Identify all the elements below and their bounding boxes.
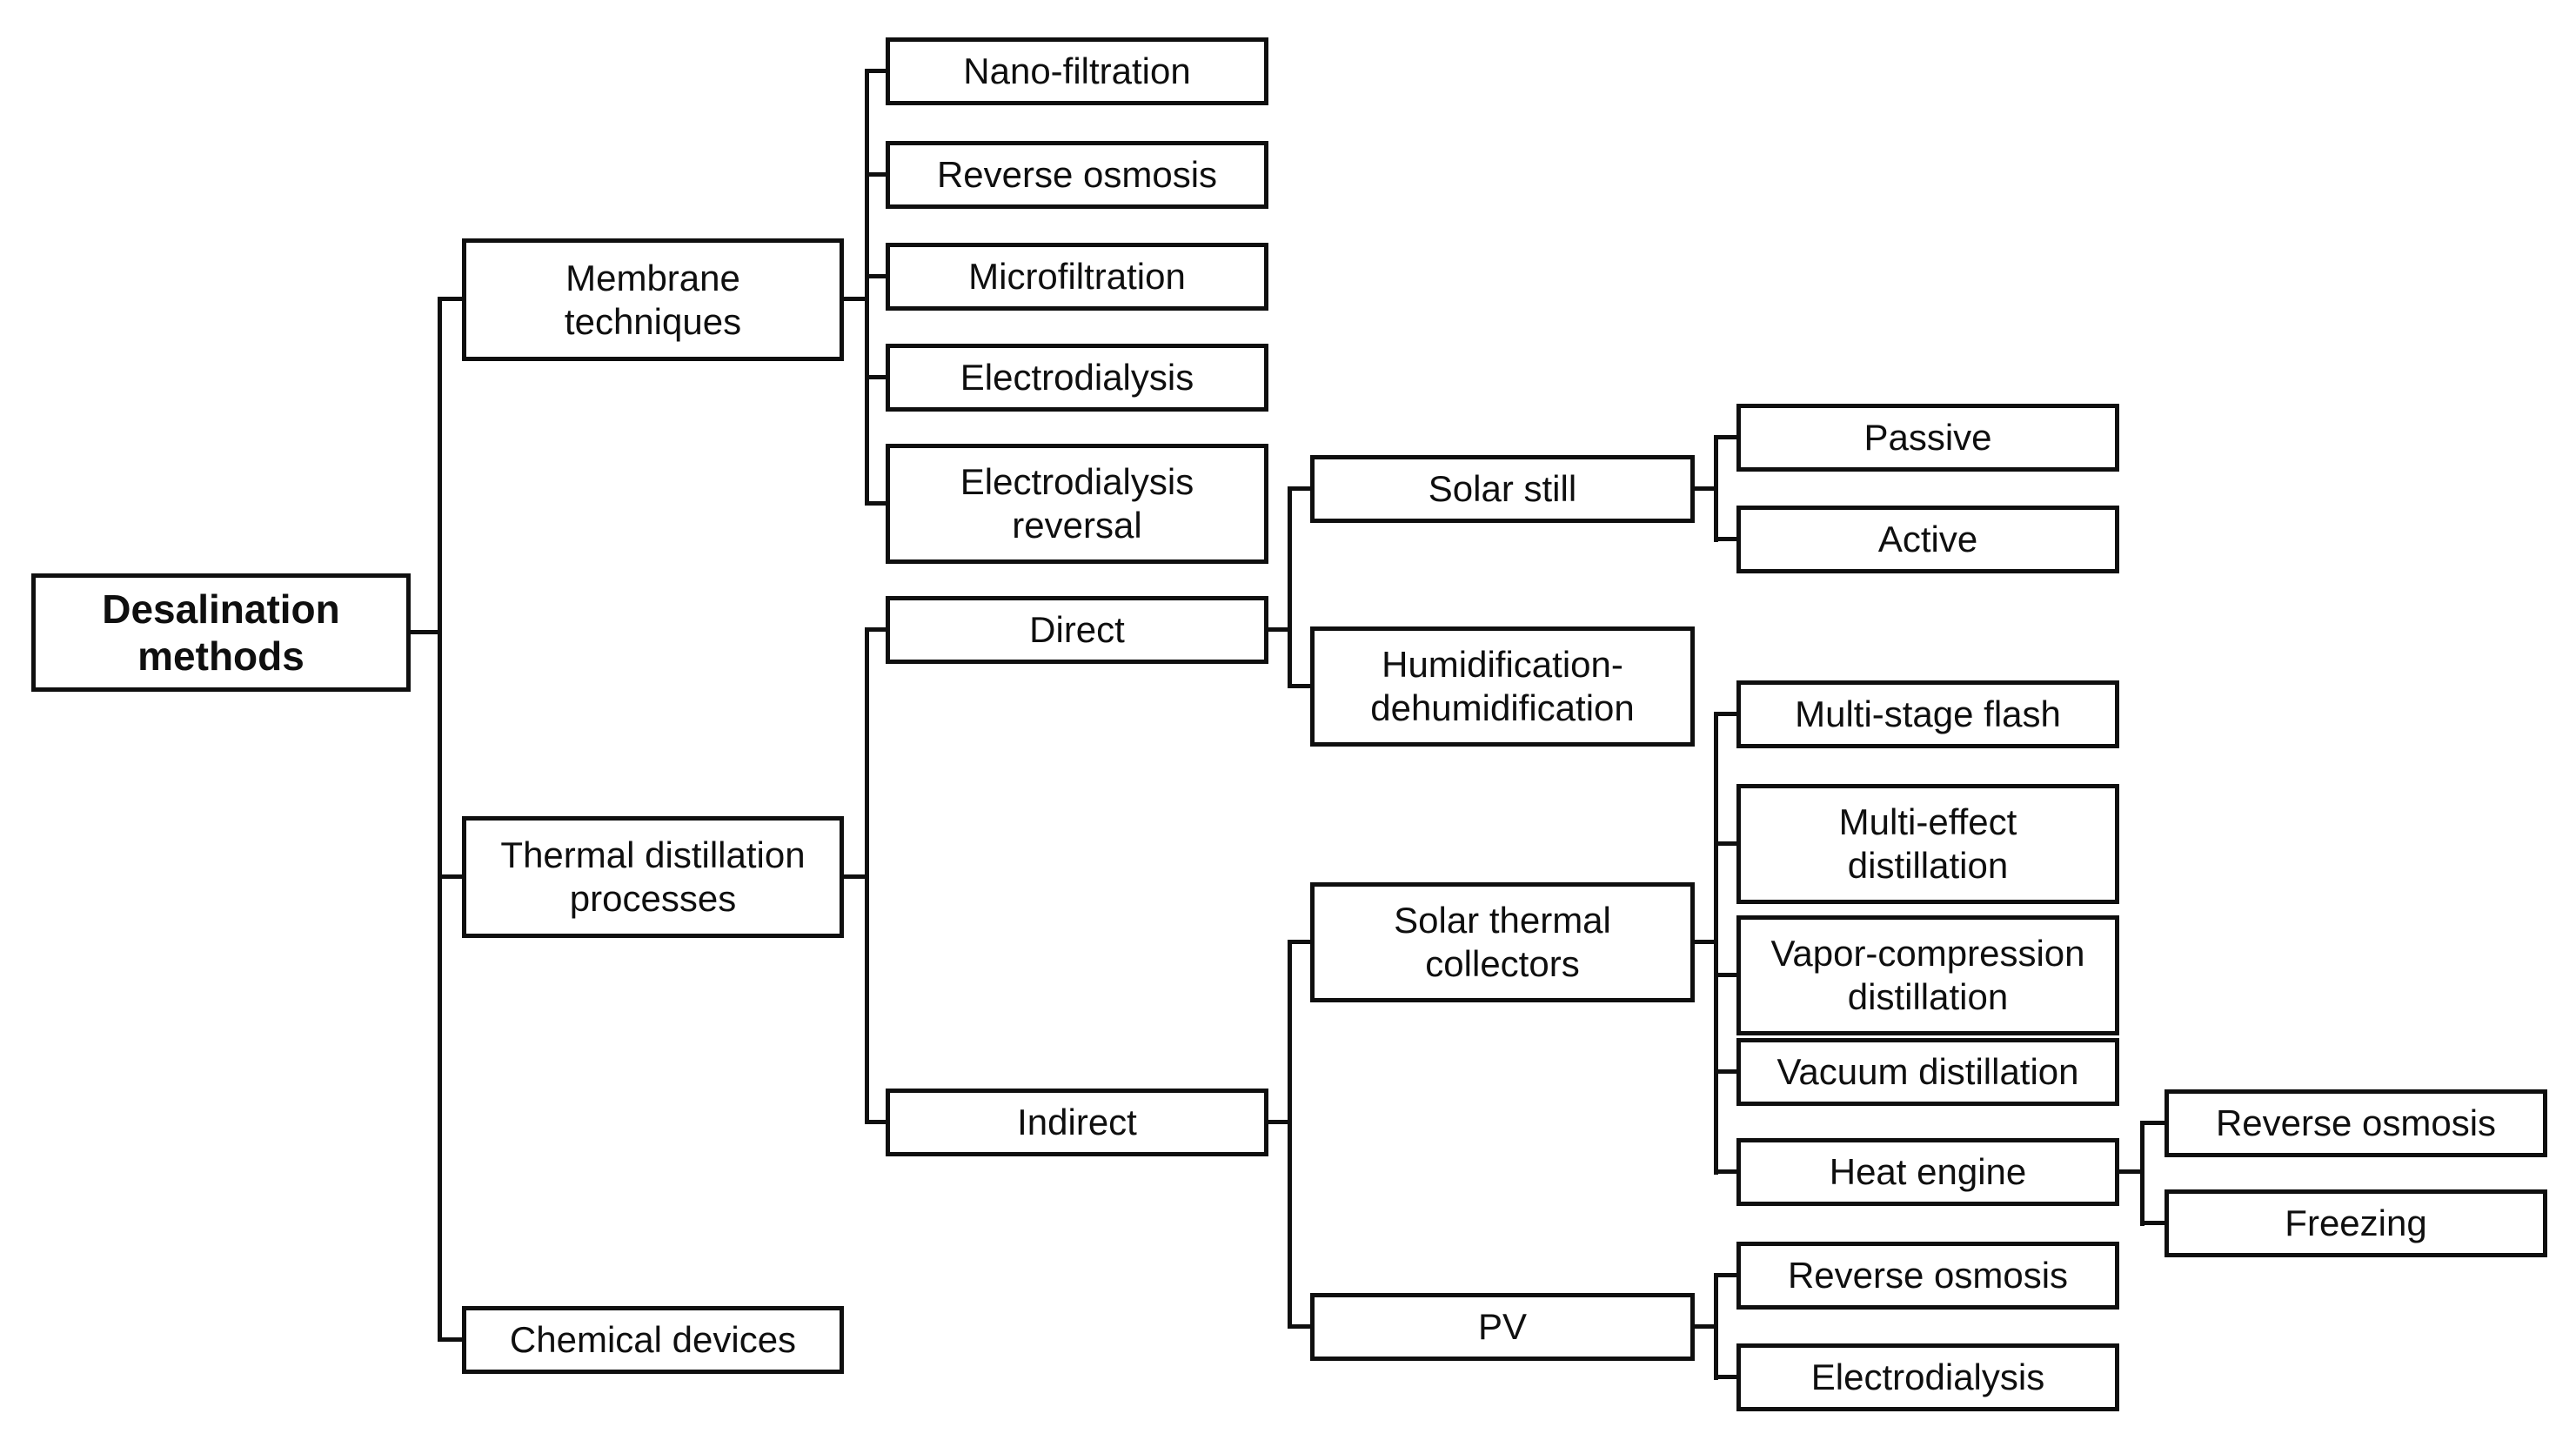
node-label: Reverse osmosis [936, 154, 1218, 196]
connector-msf-in [1714, 712, 1738, 716]
connector-vacuum-in [1714, 1069, 1738, 1074]
node-vacuum-distillation: Vacuum distillation [1736, 1038, 2119, 1106]
node-membrane-techniques: Membrane techniques [462, 238, 844, 361]
connector-solar-still-in [1288, 486, 1312, 491]
connector-pv-trunk [1714, 1273, 1718, 1380]
connector-heat-engine-stub [2117, 1169, 2144, 1174]
node-label: Multi-effect distillation [1838, 801, 2017, 886]
node-active: Active [1736, 506, 2119, 573]
connector-direct-in [865, 627, 887, 632]
node-electrodialysis-pv: Electrodialysis [1736, 1343, 2119, 1411]
node-pv: PV [1310, 1293, 1695, 1361]
node-label: Vacuum distillation [1776, 1051, 2079, 1093]
connector-stc-in [1288, 940, 1312, 944]
node-label: Solar thermal collectors [1394, 900, 1611, 984]
node-multi-stage-flash: Multi-stage flash [1736, 680, 2119, 748]
node-label: Reverse osmosis [2215, 1102, 2497, 1144]
node-reverse-osmosis-pv: Reverse osmosis [1736, 1242, 2119, 1310]
connector-thermal-trunk [865, 627, 869, 1124]
node-electrodialysis-membrane: Electrodialysis [886, 344, 1268, 412]
node-nano-filtration: Nano-filtration [886, 37, 1268, 105]
connector-heat-engine-trunk [2140, 1121, 2144, 1226]
connector-direct-trunk [1288, 486, 1292, 688]
node-microfiltration: Microfiltration [886, 243, 1268, 311]
connector-direct-stub [1266, 627, 1292, 632]
node-solar-thermal-collectors: Solar thermal collectors [1310, 882, 1695, 1002]
connector-thermal-in [438, 874, 466, 879]
node-label: Vapor-compression distillation [1770, 933, 2085, 1017]
node-label: Humidification-dehumidification [1370, 644, 1635, 728]
node-freezing: Freezing [2165, 1189, 2547, 1257]
node-label: PV [1477, 1306, 1528, 1348]
node-label: Solar still [1428, 468, 1577, 510]
node-thermal-distillation-processes: Thermal distillation processes [462, 816, 844, 938]
connector-solar-still-stub [1692, 486, 1718, 491]
node-humidification-dehumidification: Humidification-dehumidification [1310, 626, 1695, 747]
connector-vcd-in [1714, 973, 1738, 977]
node-label: Indirect [1017, 1102, 1137, 1143]
node-label: Freezing [2285, 1202, 2427, 1244]
connector-heat-engine-in [1714, 1169, 1738, 1174]
node-reverse-osmosis-membrane: Reverse osmosis [886, 141, 1268, 209]
node-electrodialysis-reversal: Electrodialysis reversal [886, 444, 1268, 564]
connector-indirect-stub [1266, 1120, 1292, 1124]
connector-hdh-in [1288, 684, 1312, 688]
node-chemical-devices: Chemical devices [462, 1306, 844, 1374]
connector-root-stub [409, 630, 441, 634]
node-label: Desalination methods [102, 586, 340, 679]
node-label: Reverse osmosis [1787, 1255, 2069, 1296]
connector-thermal-stub [840, 874, 869, 879]
node-label: Electrodialysis [1810, 1357, 2045, 1398]
connector-pv-in [1288, 1324, 1312, 1329]
node-label: Electrodialysis reversal [960, 461, 1194, 546]
connector-root-trunk [438, 297, 442, 1342]
connector-indirect-trunk [1288, 940, 1292, 1329]
node-label: Heat engine [1829, 1151, 2027, 1193]
connector-active-in [1714, 537, 1738, 541]
node-vapor-compression-distillation: Vapor-compression distillation [1736, 915, 2119, 1035]
node-label: Membrane techniques [564, 257, 742, 342]
node-desalination-methods: Desalination methods [31, 573, 411, 692]
connector-membrane-in [438, 297, 466, 301]
node-multi-effect-distillation: Multi-effect distillation [1736, 784, 2119, 904]
node-label: Direct [1029, 609, 1125, 651]
node-label: Nano-filtration [963, 50, 1191, 92]
connector-freezing-in [2140, 1221, 2166, 1225]
connector-chemical-in [438, 1337, 466, 1342]
connector-stc-stub [1692, 940, 1718, 944]
connector-pv-stub [1692, 1324, 1718, 1329]
node-label: Electrodialysis [960, 357, 1194, 399]
node-solar-still: Solar still [1310, 455, 1695, 523]
connector-solar-still-trunk [1714, 435, 1718, 542]
node-direct: Direct [886, 596, 1268, 664]
connector-indirect-in [865, 1120, 887, 1124]
connector-nano-in [865, 69, 887, 73]
node-reverse-osmosis-heat-engine: Reverse osmosis [2165, 1089, 2547, 1157]
connector-ro-he-in [2140, 1121, 2166, 1125]
connector-edr-in [865, 501, 887, 506]
connector-reverse-osmosis-membrane-in [865, 172, 887, 177]
node-label: Thermal distillation processes [500, 834, 806, 919]
connector-electrodialysis-membrane-in [865, 375, 887, 379]
connector-microfiltration-in [865, 274, 887, 278]
node-label: Chemical devices [509, 1319, 797, 1361]
connector-stc-trunk [1714, 712, 1718, 1175]
node-label: Multi-stage flash [1795, 693, 2061, 735]
connector-med-in [1714, 841, 1738, 846]
node-label: Passive [1863, 417, 1992, 459]
node-heat-engine: Heat engine [1736, 1138, 2119, 1206]
connector-membrane-stub [840, 297, 869, 301]
connector-ed-pv-in [1714, 1375, 1738, 1379]
connector-passive-in [1714, 435, 1738, 439]
node-indirect: Indirect [886, 1089, 1268, 1156]
node-label: Microfiltration [968, 256, 1186, 298]
node-label: Active [1877, 519, 1978, 560]
connector-ro-pv-in [1714, 1273, 1738, 1277]
connector-membrane-trunk [865, 69, 869, 506]
node-passive: Passive [1736, 404, 2119, 472]
